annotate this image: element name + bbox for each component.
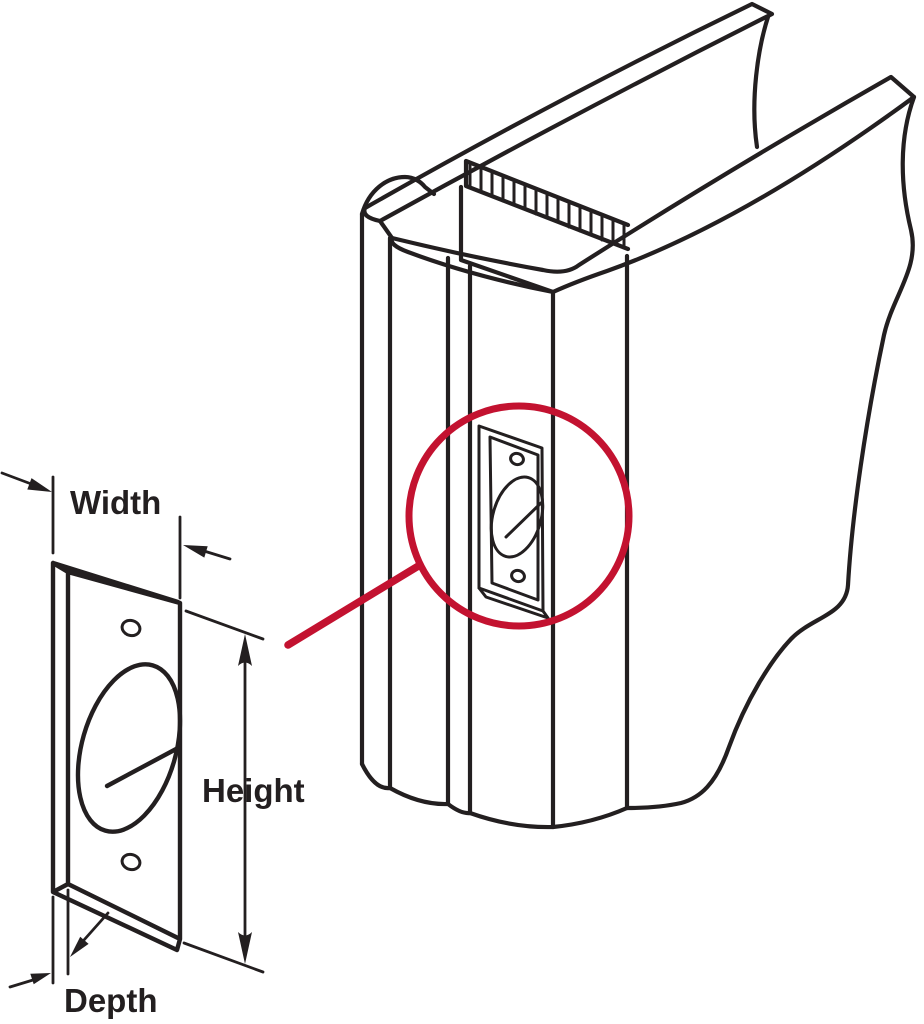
door-front-skin-break-line	[624, 94, 917, 811]
highlight-circle	[405, 402, 633, 630]
depth-arrow-lower-shaft	[8, 978, 35, 989]
width-arrow-right-head	[183, 545, 208, 558]
detail-latch-diagonal-line	[104, 745, 181, 789]
depth-arrow-lower-head	[30, 973, 51, 985]
depth-dimension: Depth	[8, 888, 158, 1019]
door-stile-back-corner	[377, 218, 395, 241]
corrugated-core-hatching	[468, 161, 626, 250]
strike-plate-detail	[50, 560, 183, 953]
height-dimension: Height	[182, 609, 305, 974]
width-label: Width	[70, 484, 161, 521]
height-label: Height	[202, 772, 305, 809]
leader-line	[284, 561, 424, 649]
door-back-skin-break-line	[752, 14, 771, 150]
depth-label: Depth	[64, 982, 158, 1019]
screw-hole-bottom	[510, 568, 526, 584]
strike-plate-bottom-edge	[477, 586, 545, 613]
detail-screw-hole-bottom	[120, 852, 142, 872]
detail-latch-cutout	[75, 662, 183, 834]
height-extension-line-top	[184, 609, 265, 641]
width-arrow-right-shaft	[202, 549, 232, 561]
door-bottom-break-line	[359, 761, 630, 830]
door-core-opening	[458, 184, 556, 295]
door-top-break-tab	[359, 174, 437, 217]
height-arrow-up-head	[238, 634, 252, 666]
door-strike-plate	[477, 424, 550, 620]
door-front-band	[389, 74, 917, 295]
detail-screw-hole-top	[120, 618, 142, 638]
latch-diagonal-line	[504, 501, 543, 539]
door-edge-isometric	[359, 1, 917, 830]
width-arrow-left-head	[27, 478, 52, 492]
door-edge-vertical-lines	[359, 211, 630, 830]
width-arrow-left-shaft	[0, 471, 36, 487]
depth-arrow-upper-head	[70, 936, 89, 957]
strike-plate-face	[488, 435, 540, 602]
height-extension-line-bottom	[182, 941, 265, 974]
width-dimension: Width	[0, 471, 232, 600]
latch-cutout	[489, 475, 545, 559]
height-arrow-down-head	[238, 932, 252, 964]
depth-arrow-upper-shaft	[82, 911, 110, 942]
screw-hole-top	[509, 451, 525, 467]
detail-plate-outline	[50, 560, 183, 953]
